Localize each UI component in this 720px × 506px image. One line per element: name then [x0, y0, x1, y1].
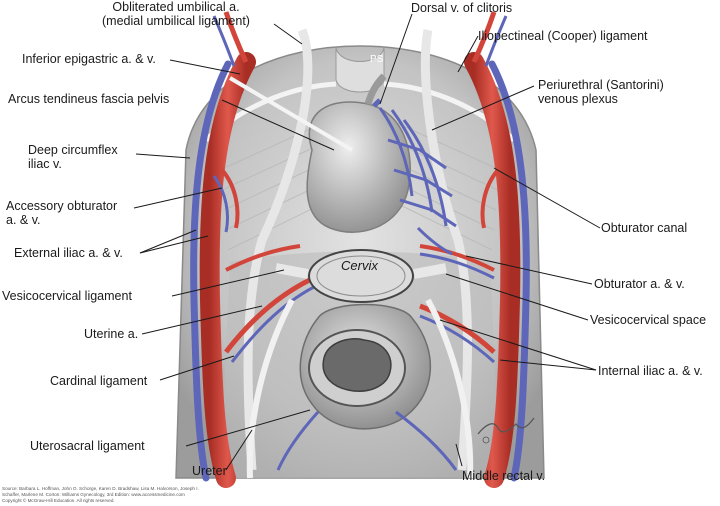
source-line-1: Source: Barbara L. Hoffman, John O. Scho…: [2, 486, 199, 491]
obturator-vein-right: [419, 252, 495, 280]
label-uterosacral-ligament: Uterosacral ligament: [30, 439, 145, 453]
label-internal-iliac: Internal iliac a. & v.: [598, 364, 703, 378]
label-vesicocervical-ligament: Vesicocervical ligament: [2, 289, 132, 303]
internal-iliac-right: [419, 303, 496, 354]
urethra: [364, 73, 387, 106]
middle-rectal-vein-left: [276, 410, 320, 471]
label-obturator-canal: Obturator canal: [601, 221, 688, 235]
label-periurethral: Periurethral (Santorini) venous plexus: [538, 78, 664, 106]
label-arcus-tendineus: Arcus tendineus fascia pelvis: [8, 92, 170, 106]
uterine-artery: [224, 273, 320, 354]
accessory-obturator-left: [220, 168, 240, 229]
obturator-vessels-right: [419, 244, 495, 272]
accessory-obturator-right: [480, 168, 500, 229]
inferior-epigastric-vein-right: [484, 15, 508, 67]
label-deep-circumflex-line2: iliac v.: [28, 157, 62, 171]
artist-signature: [477, 417, 535, 435]
rectum-lumen: [322, 338, 392, 392]
label-iliopectineal: Iliopectineal (Cooper) ligament: [478, 29, 648, 43]
obturator-vessels-left: [225, 244, 301, 272]
copyright-mark: [482, 436, 490, 444]
label-deep-circumflex: Deep circumflex iliac v.: [28, 143, 118, 171]
label-periurethral-line2: venous plexus: [538, 92, 618, 106]
label-periurethral-line1: Periurethral (Santorini): [538, 78, 664, 92]
vesicocervical-ligament-right: [413, 263, 447, 279]
label-middle-rectal-vein: Middle rectal v.: [462, 469, 546, 483]
label-vesicocervical-space: Vesicocervical space: [590, 313, 707, 327]
cervix-label: Cervix: [341, 258, 378, 273]
cervix-ring: [316, 255, 406, 297]
external-iliac-artery-right: [464, 52, 521, 488]
label-deep-circumflex-line1: Deep circumflex: [28, 143, 118, 157]
bladder: [306, 101, 411, 233]
label-accessory-obturator: Accessory obturator a. & v.: [6, 199, 117, 227]
label-cardinal-ligament: Cardinal ligament: [50, 374, 148, 388]
inferior-epigastric-right: [471, 11, 497, 64]
obliterated-umbilical-left: [243, 28, 313, 471]
label-obliterated-umbilical: Obliterated umbilical a. (medial umbilic…: [102, 0, 250, 28]
label-inferior-epigastric: Inferior epigastric a. & v.: [22, 52, 156, 66]
arcus-tendineus: [228, 76, 354, 152]
cervix: [308, 249, 414, 303]
uterine-vein: [230, 282, 321, 363]
ureter-left: [246, 298, 295, 479]
leader-lines: [133, 13, 601, 471]
label-accessory-obturator-line2: a. & v.: [6, 213, 41, 227]
label-uterine-artery: Uterine a.: [84, 327, 139, 341]
label-obturator-av: Obturator a. & v.: [594, 277, 685, 291]
label-accessory-obturator-line1: Accessory obturator: [6, 199, 118, 213]
label-obliterated-umbilical-line2: (medial umbilical ligament): [102, 14, 250, 28]
internal-iliac-vein-right: [419, 314, 496, 364]
inferior-epigastric-vein-left: [212, 15, 236, 67]
external-iliac-vein-left: [190, 60, 232, 482]
inferior-epigastric-left: [223, 11, 249, 64]
source-line-2: Schaffer, Marlene M. Corton: Williams Gy…: [2, 492, 185, 497]
ps-label: PS: [370, 54, 384, 65]
label-ureter: Ureter: [192, 464, 227, 478]
label-dorsal-vein: Dorsal v. of clitoris: [411, 1, 513, 15]
label-external-iliac: External iliac a. & v.: [14, 246, 123, 260]
middle-rectal-vein: [395, 410, 458, 471]
dorsal-vein-clitoris: [372, 98, 382, 108]
vesicocervical-ligament-left: [275, 263, 309, 279]
label-obliterated-umbilical-line1: Obliterated umbilical a.: [112, 0, 240, 14]
obliterated-umbilical-right: [420, 29, 472, 471]
source-line-3: Copyright © McGraw-Hill Education. All r…: [2, 498, 115, 503]
periurethral-venous-plexus: [378, 107, 457, 256]
accessory-obturator-vein-left: [212, 175, 229, 233]
external-iliac-artery-left: [199, 52, 256, 488]
ureter-right: [425, 298, 474, 479]
